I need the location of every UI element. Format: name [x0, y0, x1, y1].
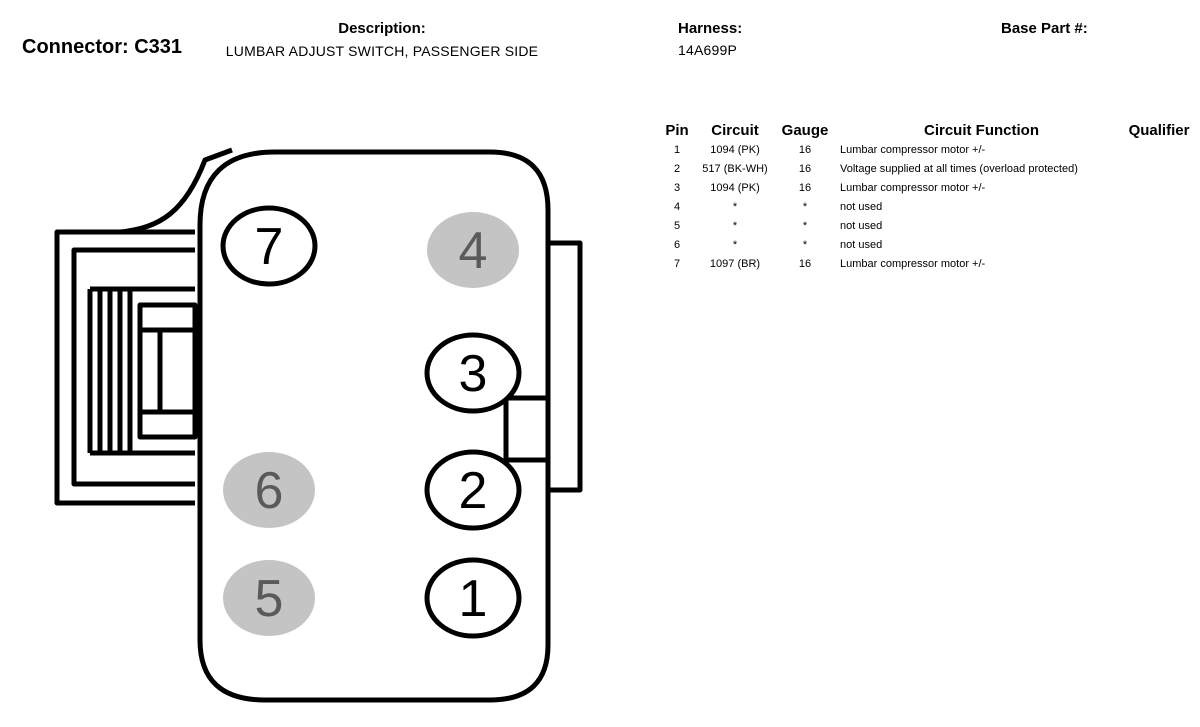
table-row: 6 * * not used	[660, 236, 1195, 255]
header-gauge: Gauge	[781, 122, 829, 139]
circuit-function-cell: Lumbar compressor motor +/-	[840, 182, 986, 194]
gauge-cell: 16	[798, 182, 812, 194]
circuit-function-cell: not used	[840, 220, 883, 232]
pin-cell: 2	[673, 163, 681, 175]
header-circuit-function: Circuit Function	[924, 122, 1039, 139]
circuit-cell: *	[732, 201, 738, 213]
pin-cavity-5: 5	[223, 560, 315, 636]
pin-cell: 1	[673, 144, 681, 156]
pin-cell: 5	[673, 220, 681, 232]
pin-layer: 1 2 3 4 5 6 7	[220, 205, 522, 639]
qualifier-cell	[1123, 160, 1195, 179]
pin-cavity-1: 1	[424, 557, 522, 639]
latch-tab-outer	[90, 286, 195, 456]
qualifier-cell	[1123, 179, 1195, 198]
circuit-function-cell: Lumbar compressor motor +/-	[840, 144, 986, 156]
qualifier-cell	[1123, 255, 1195, 274]
circuit-cell: *	[732, 239, 738, 251]
circuit-cell: 1094 (PK)	[710, 182, 760, 194]
base-part-label: Base Part #:	[1001, 20, 1088, 37]
circuit-function-cell: not used	[840, 201, 883, 213]
table-row: 1 1094 (PK) 16 Lumbar compressor motor +/-	[660, 141, 1195, 160]
harness-value: 14A699P	[678, 42, 738, 58]
table-row: 4 * * not used	[660, 198, 1195, 217]
header-qualifier: Qualifier	[1128, 122, 1190, 139]
gauge-cell: 16	[798, 258, 812, 270]
latch-tab-inner	[137, 302, 198, 440]
pin-table: Pin Circuit Gauge Circuit Function Quali…	[660, 122, 1195, 274]
latch-arm	[87, 289, 133, 453]
header-pin: Pin	[665, 122, 689, 139]
gauge-cell: 16	[798, 144, 812, 156]
pin-cell: 3	[673, 182, 681, 194]
right-key	[548, 240, 583, 493]
description-value: LUMBAR ADJUST SWITCH, PASSENGER SIDE	[225, 43, 539, 59]
pin-number-label: 4	[459, 222, 488, 280]
description-label: Description:	[338, 20, 426, 37]
pin-cavity-circle	[220, 205, 318, 287]
qualifier-cell	[1123, 236, 1195, 255]
gauge-cell: *	[802, 220, 808, 232]
gauge-cell: *	[802, 239, 808, 251]
qualifier-cell	[1123, 217, 1195, 236]
pin-number-label: 5	[255, 570, 284, 628]
pin-table-header-row: Pin Circuit Gauge Circuit Function Quali…	[660, 122, 1195, 141]
pin-cavity-3: 3	[424, 332, 522, 414]
connector-body	[197, 149, 551, 703]
header-circuit: Circuit	[711, 122, 759, 139]
pin-number-label: 1	[459, 570, 488, 628]
circuit-function-cell: Voltage supplied at all times (overload …	[840, 163, 1078, 175]
pin-number-label: 6	[255, 462, 284, 520]
table-row: 7 1097 (BR) 16 Lumbar compressor motor +/-	[660, 255, 1195, 274]
pin-number-label: 3	[459, 345, 488, 403]
connector-title: Connector: C331	[22, 36, 183, 58]
circuit-cell: 517 (BK-WH)	[702, 163, 768, 175]
lock-ramp	[119, 147, 233, 235]
connector-diagram: 1 2 3 4 5 6 7	[54, 147, 583, 703]
pin-cavity-4: 4	[427, 212, 519, 288]
pin-cavity-7: 7	[220, 205, 318, 287]
circuit-cell: *	[732, 220, 738, 232]
harness-label: Harness:	[678, 20, 743, 37]
pin-number-label: 7	[255, 218, 284, 276]
pin-cell: 6	[673, 239, 681, 251]
pin-cavity-circle	[223, 452, 315, 528]
latch-tab-detail	[140, 327, 195, 415]
pin-cell: 4	[673, 201, 681, 213]
gauge-cell: 16	[798, 163, 812, 175]
table-row: 3 1094 (PK) 16 Lumbar compressor motor +/-	[660, 179, 1195, 198]
pin-cavity-circle	[424, 557, 522, 639]
circuit-cell: 1094 (PK)	[710, 144, 760, 156]
gauge-cell: *	[802, 201, 808, 213]
circuit-function-cell: not used	[840, 239, 883, 251]
latch-housing	[54, 229, 195, 506]
circuit-function-cell: Lumbar compressor motor +/-	[840, 258, 986, 270]
pin-cavity-2: 2	[424, 449, 522, 531]
qualifier-cell	[1123, 141, 1195, 160]
table-row: 5 * * not used	[660, 217, 1195, 236]
table-row: 2 517 (BK-WH) 16 Voltage supplied at all ti…	[660, 160, 1195, 179]
circuit-cell: 1097 (BR)	[709, 258, 761, 270]
pin-cell: 7	[673, 258, 681, 270]
pin-cavity-circle	[424, 449, 522, 531]
pin-cavity-circle	[427, 212, 519, 288]
latch-inner-frame	[71, 247, 195, 487]
pin-cavity-circle	[223, 560, 315, 636]
pin-cavity-circle	[424, 332, 522, 414]
qualifier-cell	[1123, 198, 1195, 217]
pin-cavity-6: 6	[223, 452, 315, 528]
right-key-block	[503, 395, 551, 463]
pin-number-label: 2	[459, 462, 488, 520]
